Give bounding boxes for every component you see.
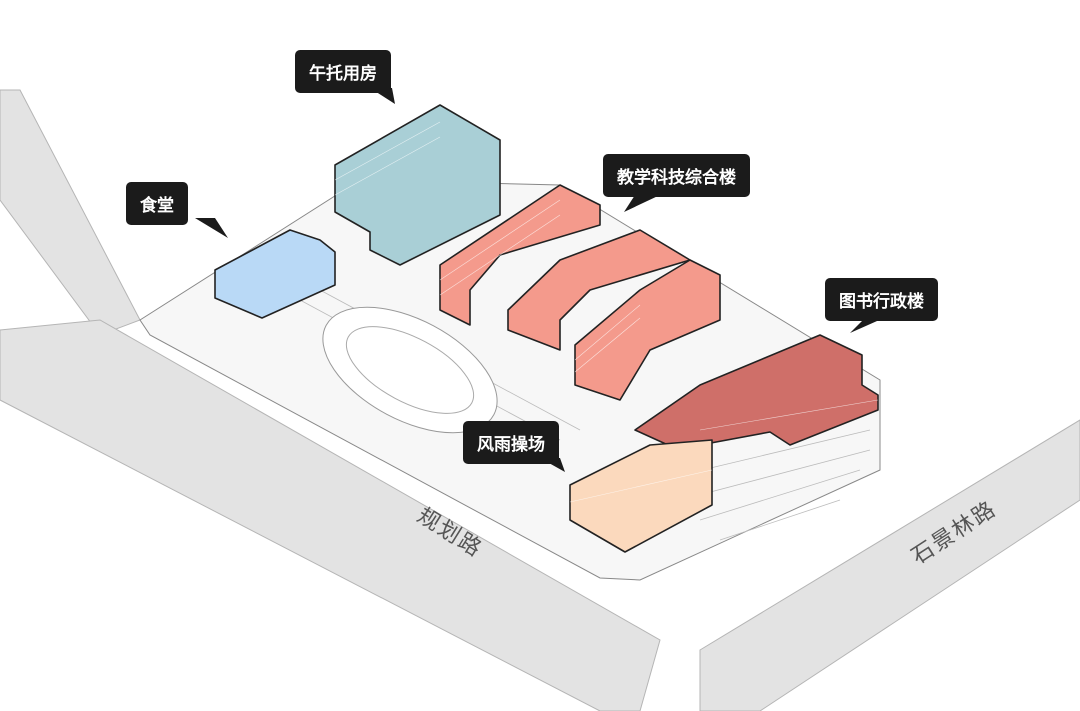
label-daycare: 午托用房 xyxy=(295,50,391,93)
label-gym: 风雨操场 xyxy=(463,421,559,464)
building-gym xyxy=(569,439,713,553)
road-shijinglin xyxy=(699,419,1080,711)
floor-lines xyxy=(334,121,879,503)
building-daycare xyxy=(334,104,501,266)
label-canteen: 食堂 xyxy=(126,182,188,225)
label-library: 图书行政楼 xyxy=(825,278,938,321)
building-teaching-wing-2 xyxy=(507,229,691,351)
building-canteen xyxy=(214,229,336,319)
roads xyxy=(0,89,1080,711)
running-track xyxy=(322,306,498,434)
road-planned xyxy=(0,319,661,711)
road-left-diagonal xyxy=(0,89,141,336)
label-teaching: 教学科技综合楼 xyxy=(603,154,750,197)
building-teaching-wing-3 xyxy=(574,259,721,401)
